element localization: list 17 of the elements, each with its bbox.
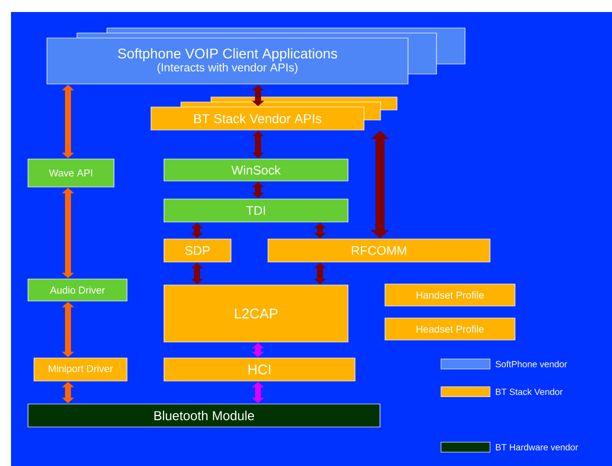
layer-box: WinSock: [164, 158, 348, 182]
layer-box: TDI: [164, 198, 348, 222]
layer-box: HCI: [164, 358, 356, 382]
layer-box: Headset Profile: [384, 318, 516, 340]
layer-box: RFCOMM: [268, 238, 490, 262]
layer-box: Audio Driver: [28, 278, 128, 302]
stacked-box: Softphone VOIP Client Applications (Interacts with vendor APIs): [46, 28, 466, 84]
layer-box: Miniport Driver: [34, 358, 128, 382]
legend-label: BT Stack Vendor: [496, 388, 563, 395]
layer-box: Handset Profile: [384, 284, 516, 306]
layer-box: SDP: [164, 238, 232, 262]
legend-label: SoftPhone vendor: [496, 360, 568, 368]
layer-box: Wave API: [28, 158, 114, 188]
legend-label: BT Hardware vendor: [496, 444, 578, 450]
module-box: Bluetooth Module: [28, 404, 380, 428]
stacked-box: BT Stack Vendor APIs: [150, 96, 398, 130]
layer-box: L2CAP: [164, 284, 348, 342]
